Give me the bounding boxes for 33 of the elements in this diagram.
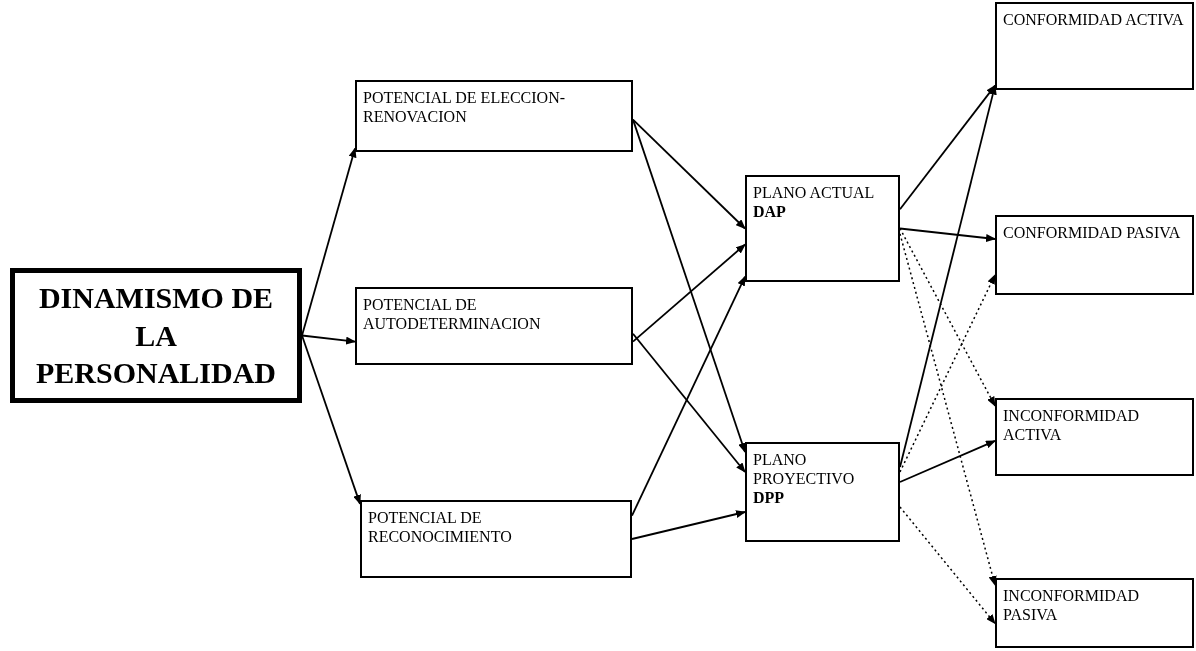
- box-label: PLANO ACTUAL: [753, 183, 875, 203]
- arrow: [631, 275, 746, 517]
- title-box: [10, 268, 302, 403]
- concept-box: [995, 578, 1194, 648]
- box-label: DINAMISMO DE LA PERSONALIDAD: [35, 280, 277, 392]
- box-label: DAP: [753, 202, 786, 222]
- arrow: [301, 334, 356, 345]
- concept-box: [360, 500, 632, 578]
- box-label: POTENCIAL DE ELECCION-RENOVACION: [363, 88, 567, 127]
- arrow: [632, 332, 746, 473]
- concept-box: [355, 80, 633, 152]
- arrow: [301, 147, 357, 337]
- concept-box: [995, 2, 1194, 90]
- arrow: [632, 243, 746, 343]
- concept-box: [995, 398, 1194, 476]
- arrow: [899, 227, 996, 242]
- box-label: POTENCIAL DE AUTODETERMINACION: [363, 295, 542, 334]
- concept-box: [995, 215, 1194, 295]
- arrow: [631, 510, 746, 540]
- box-label: DPP: [753, 488, 785, 508]
- box-label: CONFORMIDAD PASIVA: [1003, 223, 1181, 243]
- arrow: [899, 440, 996, 483]
- box-label: POTENCIAL DE RECONOCIMIENTO: [368, 508, 513, 547]
- concept-box: [745, 442, 900, 542]
- arrow: [899, 84, 996, 211]
- arrow: [301, 334, 361, 505]
- box-label: INCONFORMIDAD PASIVA: [1003, 586, 1140, 625]
- arrow: [632, 118, 746, 230]
- box-label: INCONFORMIDAD ACTIVA: [1003, 406, 1140, 445]
- concept-box: [355, 287, 633, 365]
- box-label: CONFORMIDAD ACTIVA: [1003, 10, 1184, 30]
- concept-box: [745, 175, 900, 282]
- box-label: PLANO PROYECTIVO: [753, 450, 856, 489]
